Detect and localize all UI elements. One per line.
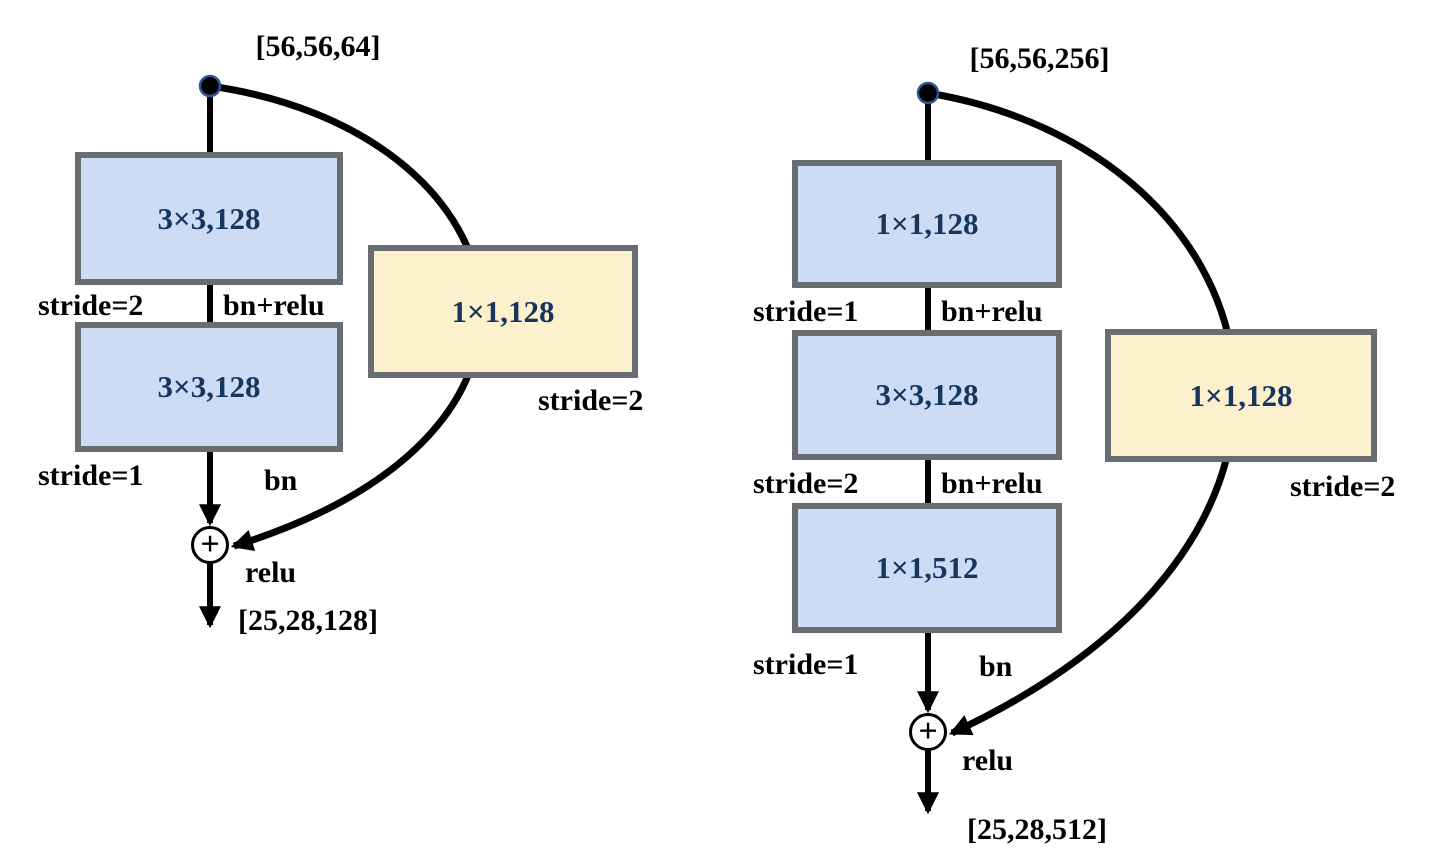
left-plus-icon: +	[200, 526, 219, 563]
left-conv2-post-label: bn	[264, 464, 298, 497]
left-branch-dot-icon	[198, 74, 222, 98]
right-shortcut-conv-box: 1×1,128	[1105, 329, 1377, 462]
right-shortcut-stride-label: stride=2	[1290, 470, 1396, 503]
right-conv1-label: 1×1,128	[875, 206, 979, 241]
left-input-shape-label: [56,56,64]	[255, 30, 381, 63]
right-relu-label: relu	[962, 744, 1014, 777]
left-conv2-stride-label: stride=1	[38, 459, 144, 492]
right-conv2-post-label: bn+relu	[941, 467, 1043, 500]
left-add-circle	[191, 526, 229, 564]
right-conv3-box: 1×1,512	[792, 503, 1062, 633]
right-plus-icon: +	[918, 713, 937, 750]
left-conv1-post-label: bn+relu	[223, 289, 325, 322]
right-conv1-box: 1×1,128	[792, 160, 1062, 288]
left-shortcut-stride-label: stride=2	[538, 384, 644, 417]
right-conv2-label: 3×3,128	[875, 377, 979, 412]
left-conv2-label: 3×3,128	[157, 369, 261, 404]
left-shortcut-conv-label: 1×1,128	[451, 293, 555, 329]
left-conv1-label: 3×3,128	[157, 200, 261, 236]
right-branch-dot-icon	[916, 81, 940, 105]
left-shortcut-conv-box: 1×1,128	[368, 245, 638, 378]
left-conv1-stride-label: stride=2	[38, 289, 144, 322]
right-conv1-post-label: bn+relu	[941, 295, 1043, 328]
right-conv3-stride-label: stride=1	[753, 648, 859, 681]
right-conv2-stride-label: stride=2	[753, 467, 859, 500]
right-conv3-label: 1×1,512	[875, 550, 979, 585]
left-output-shape-label: [25,28,128]	[238, 604, 378, 637]
left-conv1-box: 3×3,128	[75, 152, 343, 285]
right-output-shape-label: [25,28,512]	[967, 813, 1107, 846]
right-conv3-post-label: bn	[979, 650, 1013, 683]
right-conv2-box: 3×3,128	[792, 330, 1062, 460]
right-shortcut-conv-label: 1×1,128	[1189, 377, 1293, 413]
left-relu-label: relu	[245, 556, 297, 589]
left-conv2-box: 3×3,128	[75, 322, 343, 452]
right-input-shape-label: [56,56,256]	[969, 42, 1110, 75]
right-conv1-stride-label: stride=1	[753, 295, 859, 328]
right-add-circle	[909, 713, 947, 751]
